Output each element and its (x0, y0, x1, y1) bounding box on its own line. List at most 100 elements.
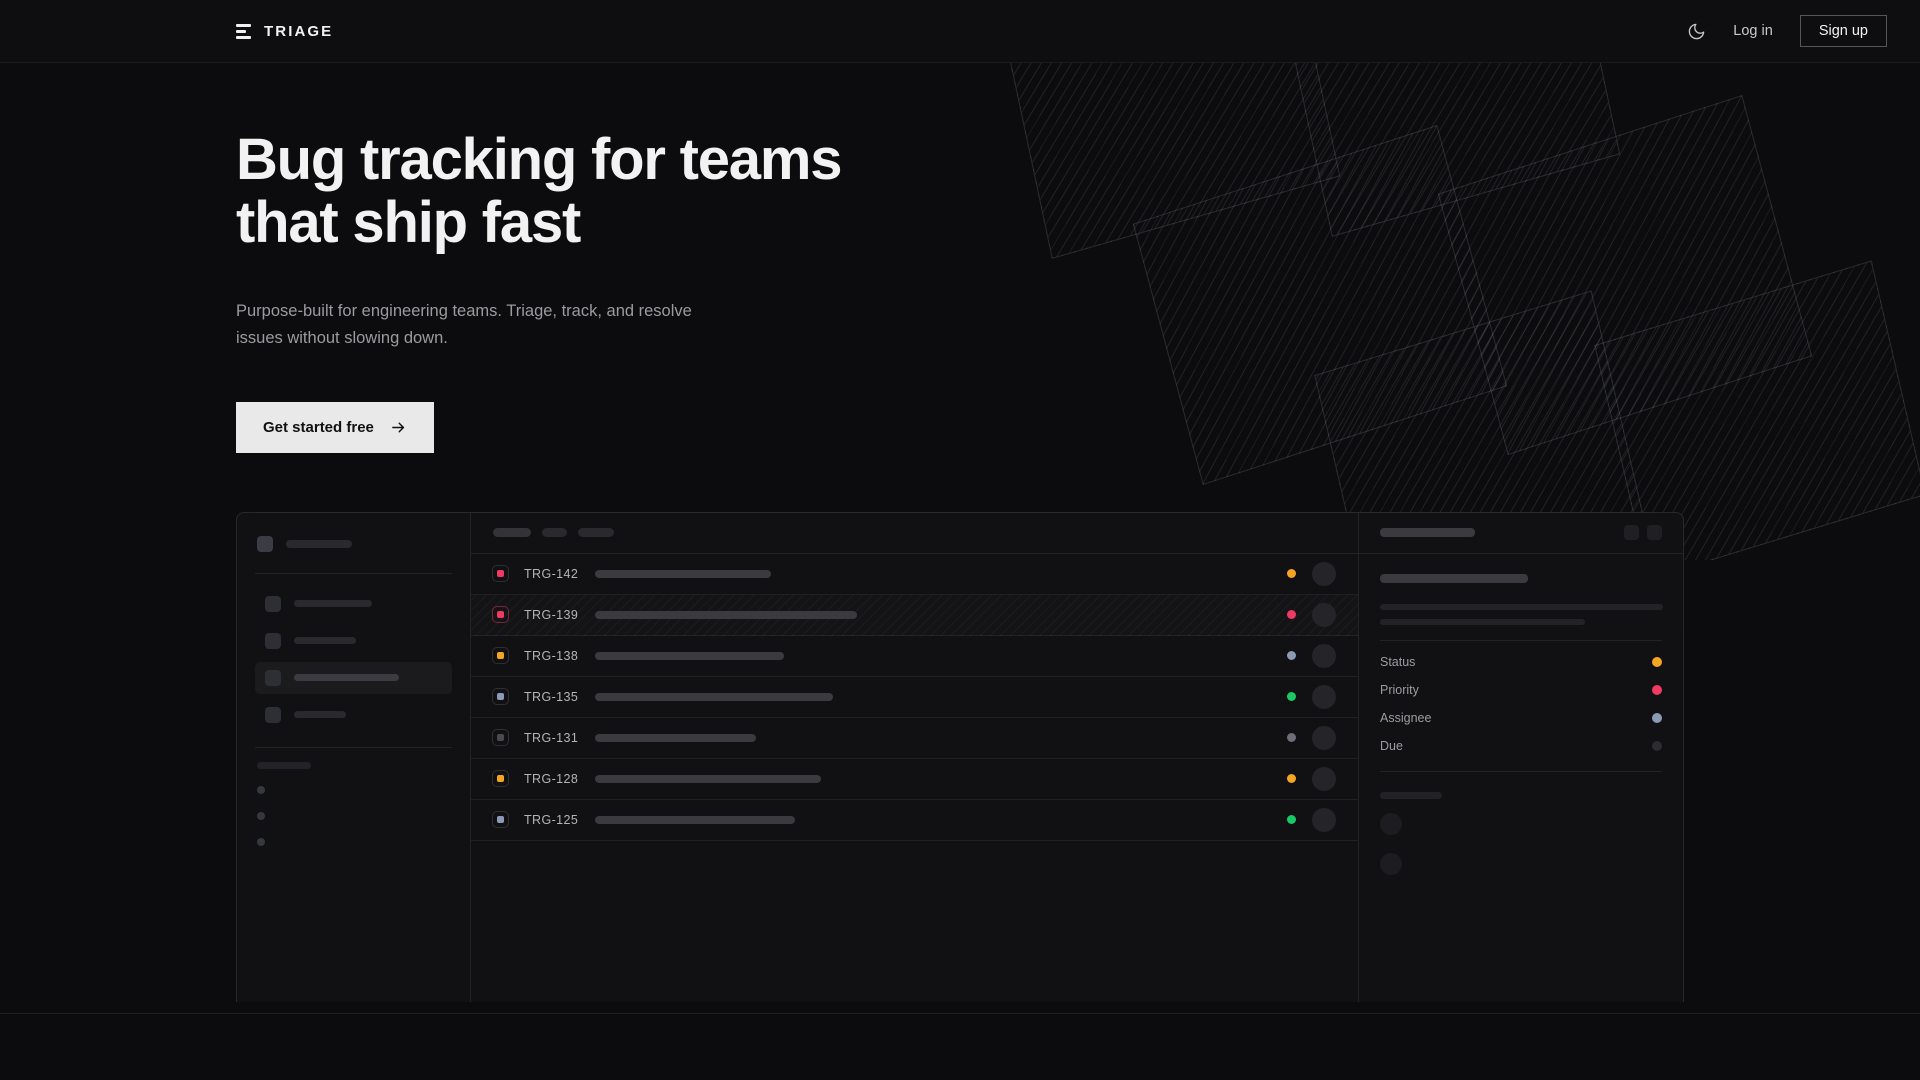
detail-field-value-dot-icon (1652, 656, 1662, 667)
detail-header (1359, 513, 1683, 554)
issue-status-dot-icon (1287, 815, 1296, 825)
moon-icon[interactable] (1687, 22, 1706, 41)
hero-subtitle: Purpose-built for engineering teams. Tri… (236, 302, 692, 347)
nav-item-icon (265, 632, 281, 649)
sidebar-project-item[interactable] (255, 777, 452, 803)
issue-type-icon (492, 647, 509, 665)
issue-row[interactable]: TRG-139 (471, 594, 1358, 636)
sidebar-project-item[interactable] (255, 803, 452, 829)
issue-type-icon (492, 811, 509, 829)
workspace-switcher[interactable] (255, 531, 452, 557)
assignee-avatar (1312, 602, 1336, 627)
login-link[interactable]: Log in (1733, 23, 1773, 39)
issue-row[interactable]: TRG-128 (471, 759, 1358, 800)
nav-item-label-skeleton (294, 600, 372, 608)
nav-item-icon (265, 706, 281, 723)
assignee-avatar (1312, 807, 1336, 832)
get-started-button[interactable]: Get started free (236, 401, 434, 453)
nav-item-icon (265, 595, 281, 612)
project-dot-icon (257, 785, 265, 794)
issue-title-skeleton (595, 815, 795, 824)
issue-meta (1287, 561, 1336, 586)
detail-header-buttons (1624, 525, 1662, 541)
detail-header-button[interactable] (1647, 525, 1662, 541)
detail-field-assignee[interactable]: Assignee (1380, 697, 1662, 725)
issue-status-dot-icon (1287, 651, 1296, 661)
issue-type-icon (492, 688, 509, 706)
issue-row[interactable]: TRG-131 (471, 718, 1358, 759)
issue-status-dot-icon (1287, 692, 1296, 702)
toolbar-control-skeleton[interactable] (493, 528, 531, 538)
signup-button[interactable]: Sign up (1799, 14, 1887, 48)
headline-line-2: that ship fast (236, 189, 581, 255)
assignee-avatar (1312, 725, 1336, 750)
sidebar-project-item[interactable] (255, 829, 452, 855)
toolbar-control-skeleton[interactable] (578, 528, 614, 538)
issue-row[interactable]: TRG-142 (471, 554, 1358, 595)
detail-field-value-dot-icon (1652, 712, 1662, 723)
detail-field-label: Due (1380, 738, 1403, 753)
issue-id: TRG-135 (524, 689, 579, 704)
issue-row[interactable]: TRG-135 (471, 677, 1358, 718)
hero-section: Bug tracking for teams that ship fast Pu… (0, 63, 1920, 453)
get-started-label: Get started free (263, 418, 374, 436)
issue-title-skeleton (595, 774, 821, 783)
triage-bars-icon (236, 23, 251, 39)
issue-id: TRG-138 (524, 648, 579, 663)
issue-meta (1287, 725, 1336, 750)
detail-field-due[interactable]: Due (1380, 725, 1662, 753)
assignee-avatar (1312, 766, 1336, 791)
issue-row[interactable]: TRG-138 (471, 636, 1358, 677)
description-line-skeleton (1380, 603, 1663, 610)
assignee-avatar (1312, 561, 1336, 586)
activity-label-skeleton (1380, 791, 1442, 799)
issue-meta (1287, 807, 1336, 832)
detail-field-priority[interactable]: Priority (1380, 669, 1662, 697)
detail-field-label: Assignee (1380, 710, 1432, 725)
issue-type-icon (492, 565, 509, 583)
workspace-icon (257, 535, 273, 552)
issue-id: TRG-131 (524, 730, 579, 745)
brand-logo[interactable]: TRIAGE (236, 23, 333, 40)
toolbar-control-skeleton[interactable] (542, 528, 567, 538)
issue-title-skeleton (595, 610, 857, 619)
issue-id: TRG-142 (524, 566, 579, 581)
issue-meta (1287, 643, 1336, 668)
detail-field-value-dot-icon (1652, 684, 1662, 695)
detail-field-value-dot-icon (1652, 740, 1662, 751)
issue-status-dot-icon (1287, 610, 1296, 620)
page-title: Bug tracking for teams that ship fast (236, 127, 936, 255)
issue-title-skeleton (595, 651, 784, 660)
issue-type-icon (492, 729, 509, 747)
assignee-avatar (1312, 684, 1336, 709)
nav-item-label-skeleton (294, 711, 346, 719)
nav-item-label-skeleton (294, 637, 356, 645)
detail-field-label: Status (1380, 654, 1416, 669)
activity-avatar (1380, 852, 1402, 875)
headline-line-1: Bug tracking for teams (236, 127, 842, 192)
assignee-avatar (1312, 643, 1336, 668)
detail-activity (1359, 791, 1683, 875)
detail-field-status[interactable]: Status (1380, 641, 1662, 669)
sidebar-divider (255, 572, 452, 574)
sidebar-nav-item[interactable] (255, 661, 452, 694)
sidebar-nav-item[interactable] (255, 588, 452, 620)
sidebar-nav-item[interactable] (255, 699, 452, 731)
detail-divider-2 (1380, 770, 1662, 772)
issue-id: TRG-139 (524, 607, 579, 622)
detail-header-button[interactable] (1624, 525, 1639, 541)
issue-row[interactable]: TRG-125 (471, 800, 1358, 841)
detail-title-skeleton (1380, 528, 1475, 538)
workspace-name-skeleton (286, 539, 352, 548)
nav-item-label-skeleton (294, 674, 399, 682)
detail-divider (1380, 639, 1662, 641)
issue-type-icon (492, 770, 509, 788)
sidebar-nav-item[interactable] (255, 625, 452, 657)
list-toolbar (471, 513, 1358, 554)
detail-field-label: Priority (1380, 682, 1419, 697)
